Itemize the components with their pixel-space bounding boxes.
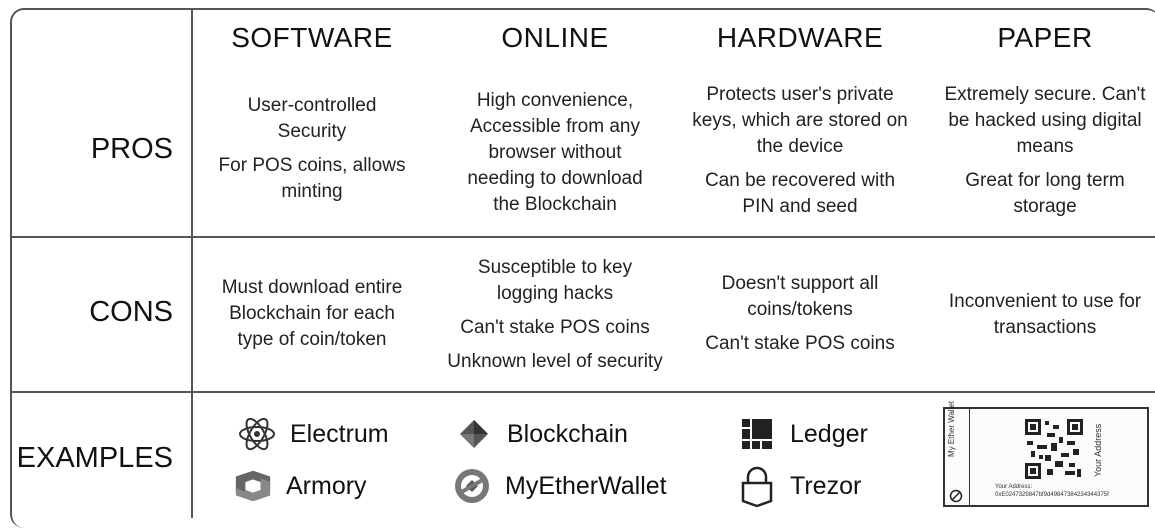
cons-software-cell: Must download entire Blockchain for each… [192,275,432,353]
table-frame [10,8,1155,528]
example-label: MyEtherWallet [505,471,667,500]
no-entry-icon [949,489,963,503]
example-label: Blockchain [507,419,628,448]
row-header-examples: EXAMPLES [16,442,173,474]
row-header-pros: PROS [90,133,173,165]
example-label: Electrum [290,419,389,448]
column-header-paper: PAPER [997,22,1093,53]
pros-paper-cell: Extremely secure. Can't be hacked using … [925,82,1155,220]
pros-text: For POS coins, allows minting [218,155,406,202]
example-label: Ledger [790,419,868,448]
column-header-hardware: HARDWARE [716,22,884,53]
column-header-software: SOFTWARE [231,22,393,53]
cons-text: Can't stake POS coins [460,317,650,338]
paper-wallet-strip: My Ether Wallet [945,401,970,505]
qr-code-icon [1025,419,1083,479]
cons-text: Doesn't support all coins/tokens [721,273,879,320]
pros-text: Great for long term storage [965,170,1125,217]
pros-text: Can be recovered with PIN and seed [704,170,896,217]
example-armory: Armory [232,466,367,506]
pros-text: High convenience, Accessible from any br… [467,90,643,215]
row-divider-cons-examples [10,391,1155,393]
example-label: Armory [286,471,367,500]
paper-wallet-address: Your Address: 0xE0247329847bf9d498473842… [995,483,1145,499]
example-ledger: Ledger [736,414,868,454]
paper-wallet-address-value: 0xE0247329847bf9d49847384234344375f [995,492,1109,498]
cons-paper-cell: Inconvenient to use for transactions [925,289,1155,341]
cons-text: Inconvenient to use for transactions [948,291,1142,338]
paper-wallet-side-label: My Ether Wallet [947,400,956,457]
armory-logo-icon [232,466,274,506]
paper-wallet-address-label: Your Address [1093,423,1103,477]
atom-icon [236,414,278,454]
cons-text: Unknown level of security [447,351,663,372]
example-myetherwallet: MyEtherWallet [451,466,667,506]
column-header-online: ONLINE [501,22,609,53]
cons-hardware-cell: Doesn't support all coins/tokens Can't s… [680,271,920,357]
row-divider-pros-cons [10,236,1155,238]
example-label: Trezor [790,471,862,500]
ledger-logo-icon [736,414,778,454]
cons-text: Must download entire Blockchain for each… [221,277,403,350]
pros-text: User-controlled Security [247,95,377,142]
myetherwallet-logo-icon [451,466,493,506]
paper-wallet-address-caption: Your Address: [995,484,1033,490]
column-divider [191,8,193,518]
pros-software-cell: User-controlled Security For POS coins, … [192,93,432,205]
example-trezor: Trezor [736,466,862,507]
example-blockchain: Blockchain [453,414,628,454]
cons-text: Can't stake POS coins [705,333,895,354]
cons-text: Susceptible to key logging hacks [477,257,633,304]
pros-text: Protects user's private keys, which are … [692,84,908,157]
row-header-cons: CONS [89,296,173,328]
paper-wallet-image: My Ether Wallet Your Address Your Addres… [943,401,1149,507]
pros-online-cell: High convenience, Accessible from any br… [435,88,675,218]
cons-online-cell: Susceptible to key logging hacks Can't s… [435,255,675,375]
trezor-lock-icon [736,466,778,507]
example-electrum: Electrum [236,414,389,454]
blockchain-logo-icon [453,414,495,454]
pros-text: Extremely secure. Can't be hacked using … [944,84,1146,157]
pros-hardware-cell: Protects user's private keys, which are … [680,82,920,220]
